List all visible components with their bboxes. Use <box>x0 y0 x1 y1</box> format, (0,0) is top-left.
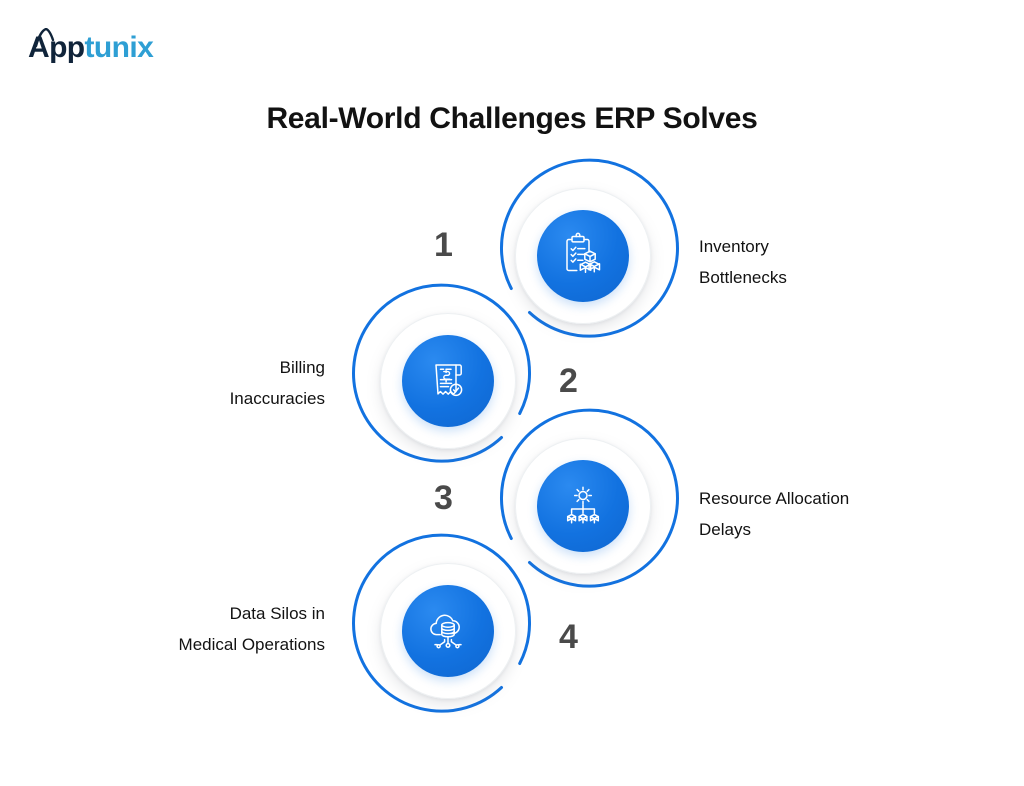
step-ring-arc-1 <box>500 158 679 338</box>
step-node-2[interactable] <box>352 283 536 469</box>
cloud-database-network-icon <box>430 614 462 649</box>
step-ring-arc-4 <box>352 533 531 713</box>
step-node-4[interactable] <box>352 533 536 719</box>
invoice-dollar-check-icon <box>435 364 463 397</box>
step-icon-bubble-3[interactable] <box>537 460 629 552</box>
step-label-2: Billing Inaccuracies <box>230 352 325 415</box>
logo-text-tunix: tunix <box>84 31 154 64</box>
step-label-4-line1: Data Silos in <box>229 604 325 623</box>
step-label-3-line1: Resource Allocation <box>699 489 850 508</box>
gear-hierarchy-boxes-icon <box>566 486 600 524</box>
step-icon-bubble-2[interactable] <box>402 335 494 427</box>
step-ring-arc-2 <box>352 283 531 463</box>
step-icon-bubble-1[interactable] <box>537 210 629 302</box>
logo-wordmark: Apptunix <box>28 26 208 70</box>
step-number-1: 1 <box>434 226 453 264</box>
clipboard-checklist-boxes-icon <box>566 232 601 273</box>
step-label-1-line1: Inventory <box>699 237 769 256</box>
step-label-2-line1: Billing <box>279 358 325 377</box>
step-number-2: 2 <box>559 362 578 400</box>
step-label-2-line2: Inaccuracies <box>229 389 325 409</box>
step-label-3-line2: Delays <box>699 520 751 540</box>
step-icon-bubble-4[interactable] <box>402 585 494 677</box>
step-ring-arc-3 <box>500 408 679 588</box>
step-node-3[interactable] <box>495 408 679 594</box>
step-label-1: Inventory Bottlenecks <box>699 231 787 294</box>
step-label-4: Data Silos in Medical Operations <box>179 598 325 661</box>
step-node-1[interactable] <box>495 158 679 344</box>
step-label-3: Resource Allocation Delays <box>699 483 849 546</box>
step-label-1-line2: Bottlenecks <box>699 268 787 288</box>
step-number-3: 3 <box>434 479 453 517</box>
brand-logo: Apptunix <box>28 26 208 70</box>
page-title: Real-World Challenges ERP Solves <box>266 102 758 136</box>
step-number-4: 4 <box>559 618 578 656</box>
logo-caret-icon <box>34 28 55 48</box>
logo-text-app: App <box>28 31 85 64</box>
step-label-4-line2: Medical Operations <box>178 635 325 655</box>
